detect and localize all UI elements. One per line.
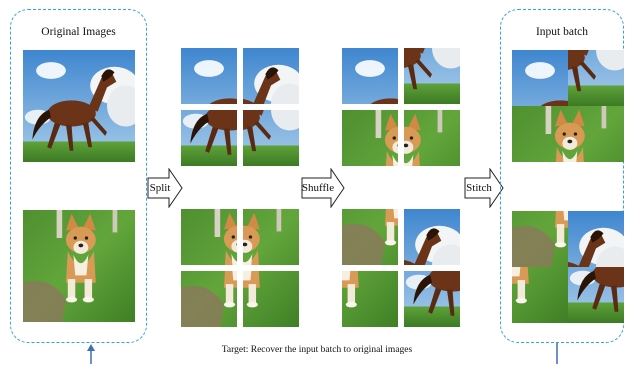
split-tile-horse-bottom-left	[181, 110, 237, 166]
split-step-arrow: Split	[147, 167, 183, 209]
left-up-arrow-icon	[86, 344, 96, 364]
target-caption: Target: Recover the input batch to origi…	[221, 345, 413, 355]
split-tile-horse-top-left	[181, 48, 237, 104]
shuffled-tile-1	[342, 48, 398, 104]
split-tile-horse-top-right	[243, 48, 299, 104]
stitched-image-1-tile-2	[568, 50, 624, 106]
right-down-line-icon	[552, 343, 562, 364]
original-dog-image	[23, 210, 135, 322]
shuffled-tile-6	[404, 209, 460, 265]
stitched-image-2-tile-2	[568, 211, 624, 267]
block-right-arrow-icon	[147, 167, 183, 209]
stitched-image-1-tile-3	[512, 106, 568, 162]
shuffled-tile-3	[342, 110, 398, 166]
stitched-image-2-tile-3	[512, 267, 568, 323]
stitched-image-2-tile-4	[568, 267, 624, 323]
stitch-label: Stitch	[466, 182, 492, 194]
stitched-image-1-tile-1	[512, 50, 568, 106]
shuffled-tile-4	[404, 110, 460, 166]
block-right-arrow-icon	[301, 167, 345, 209]
input-batch-title: Input batch	[535, 26, 589, 38]
split-label: Split	[149, 182, 171, 194]
original-horse-image	[23, 50, 135, 162]
original-images-panel: Original Images	[10, 9, 147, 343]
split-tile-dog-top-left	[181, 209, 237, 265]
stitch-step-arrow: Stitch	[464, 167, 504, 209]
input-batch-panel: Input batch	[500, 9, 624, 343]
shuffled-tile-5	[342, 209, 398, 265]
shuffled-tile-7	[342, 271, 398, 327]
block-right-arrow-icon	[464, 167, 504, 209]
split-tile-dog-bottom-right	[243, 271, 299, 327]
stitched-image-1-tile-4	[568, 106, 624, 162]
shuffled-tile-8	[404, 271, 460, 327]
split-tile-dog-top-right	[243, 209, 299, 265]
shuffle-label: Shuffle	[301, 182, 335, 194]
split-tile-dog-bottom-left	[181, 271, 237, 327]
stitched-image-2-tile-1	[512, 211, 568, 267]
shuffled-tile-2	[404, 48, 460, 104]
shuffle-step-arrow: Shuffle	[301, 167, 345, 209]
original-images-title: Original Images	[41, 26, 116, 38]
split-tile-horse-bottom-right	[243, 110, 299, 166]
